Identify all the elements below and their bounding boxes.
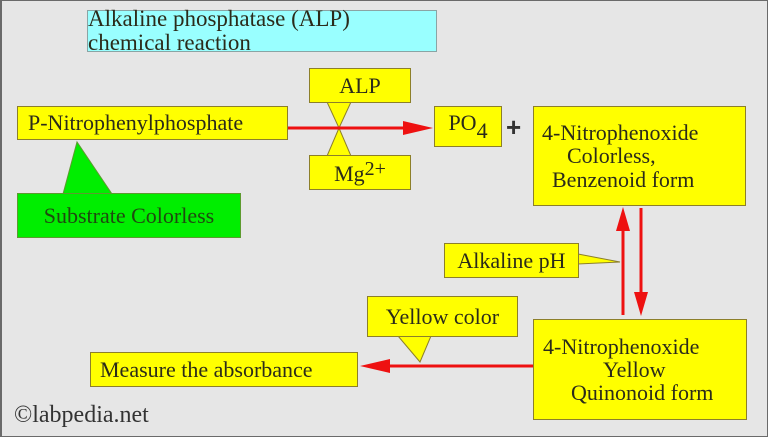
benzenoid-line3: Benzenoid form (552, 166, 695, 192)
plus-sign: + (506, 112, 522, 142)
alp-pointer (326, 101, 352, 130)
condition-label: Alkaline pH (457, 247, 566, 273)
equilibrium-down-arrowhead (634, 292, 648, 316)
cofactor-label: Mg2+ (334, 158, 386, 187)
cofactor-charge: 2+ (364, 158, 386, 181)
substrate-box: P-Nitrophenylphosphate (17, 106, 288, 140)
benzenoid-line2: Colorless, (567, 143, 656, 169)
substrate-label: P-Nitrophenylphosphate (28, 110, 244, 136)
measure-box: Measure the absorbance (90, 352, 358, 387)
measure-label: Measure the absorbance (100, 356, 313, 382)
color-note-label: Yellow color (385, 303, 500, 329)
cofactor-base: Mg (334, 161, 365, 187)
quinonoid-line1: 4-Nitrophenoxide (543, 333, 700, 359)
phosphate-label: PO4 (448, 111, 487, 142)
quinonoid-line2: Yellow (603, 356, 666, 382)
mg-pointer (326, 126, 352, 157)
enzyme-box: ALP (309, 68, 411, 103)
yellow-color-pointer (396, 335, 432, 363)
measure-arrowhead (360, 359, 390, 373)
color-note-box: Yellow color (367, 296, 518, 337)
equilibrium-up-arrowhead (616, 207, 630, 231)
page-title: Alkaline phosphatase (ALP) chemical reac… (87, 5, 437, 55)
substrate-note-box: Substrate Colorless (17, 193, 241, 238)
benzenoid-line1: 4-Nitrophenoxide (542, 120, 699, 146)
enzyme-label: ALP (339, 72, 381, 98)
phosphate-box: PO4 (434, 106, 502, 147)
phosphate-subscript: 4 (476, 117, 488, 143)
substrate-note-label: Substrate Colorless (43, 202, 215, 228)
reaction-arrowhead (403, 121, 433, 135)
watermark: ©labpedia.net (14, 402, 149, 428)
alkaline-ph-pointer (577, 253, 621, 265)
substrate-callout-pointer (62, 140, 113, 195)
quinonoid-line3: Quinonoid form (571, 380, 714, 406)
page-title-text: Alkaline phosphatase (ALP) chemical reac… (88, 5, 350, 55)
cofactor-box: Mg2+ (309, 155, 411, 190)
condition-box: Alkaline pH (444, 243, 579, 278)
benzenoid-box: 4-Nitrophenoxide Colorless, Benzenoid fo… (533, 106, 746, 206)
quinonoid-box: 4-Nitrophenoxide Yellow Quinonoid form (533, 319, 747, 420)
phosphate-base: PO (448, 109, 477, 135)
